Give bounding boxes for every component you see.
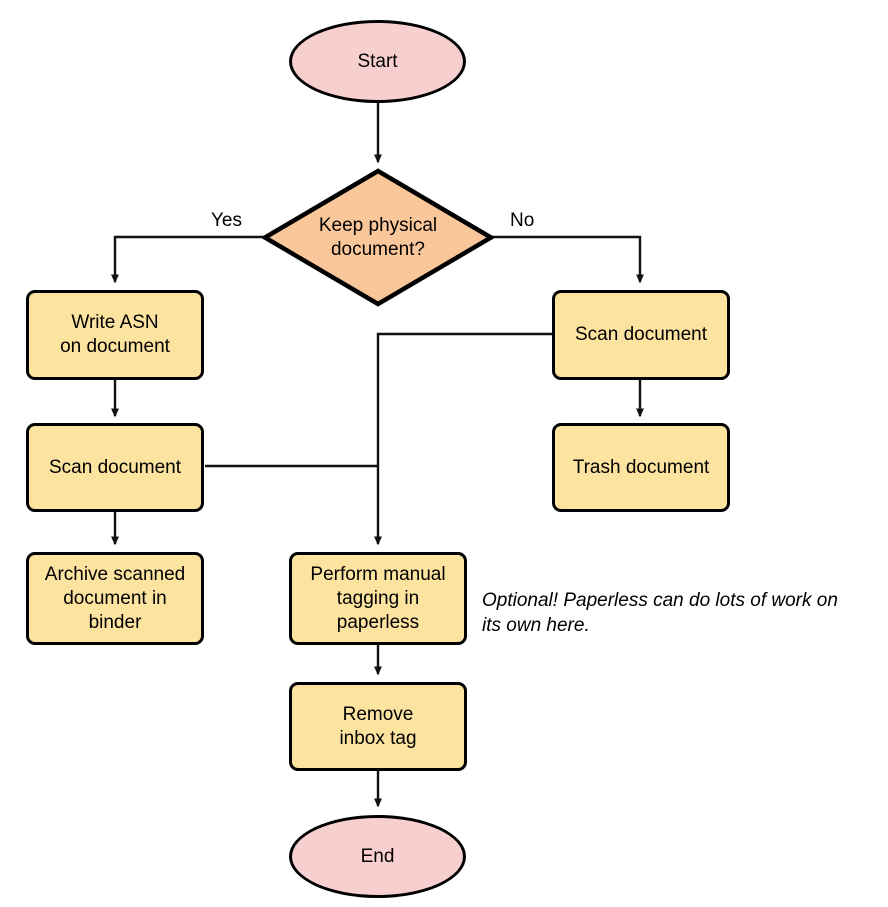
node-manual-tagging-line-1: Perform manual <box>310 563 446 585</box>
node-remove-inbox-tag[interactable]: Remove inbox tag <box>289 682 467 771</box>
node-trash-document-label: Trash document <box>572 456 710 478</box>
diamond-shape <box>262 168 494 307</box>
node-manual-tagging-line-2: tagging in <box>336 587 420 609</box>
edge-label-no: No <box>510 210 535 231</box>
edge-label-yes: Yes <box>211 210 242 231</box>
node-scan-document-left-label: Scan document <box>48 456 182 478</box>
node-start-label: Start <box>357 50 398 72</box>
node-remove-inbox-tag-line-2: inbox tag <box>339 727 417 749</box>
node-write-asn[interactable]: Write ASN on document <box>26 290 204 380</box>
node-scan-document-left[interactable]: Scan document <box>26 423 204 512</box>
node-end[interactable]: End <box>289 815 466 898</box>
decision-line-1: Keep physical <box>318 214 438 236</box>
edge-yes-to-write-asn <box>111 235 264 284</box>
edge-scan-right-to-manual-tagging <box>374 332 552 546</box>
annotation-line-2: its own here. <box>482 615 590 636</box>
node-manual-tagging-line-3: paperless <box>336 611 420 633</box>
node-remove-inbox-tag-line-1: Remove <box>342 703 414 725</box>
node-archive-in-binder[interactable]: Archive scanned document in binder <box>26 552 204 645</box>
node-keep-physical-document[interactable]: Keep physical document? <box>262 168 494 307</box>
node-end-label: End <box>360 845 395 867</box>
node-archive-line-3: binder <box>88 611 142 633</box>
node-archive-line-2: document in <box>63 587 167 609</box>
node-write-asn-line-2: on document <box>60 336 170 357</box>
node-write-asn-line-1: Write ASN <box>71 312 159 333</box>
annotation-optional-note: Optional! Paperless can do lots of work … <box>482 588 882 638</box>
node-scan-document-right-label: Scan document <box>574 324 708 345</box>
edge-no-to-scan-right <box>492 235 644 284</box>
node-start[interactable]: Start <box>289 20 466 103</box>
node-trash-document[interactable]: Trash document <box>552 423 730 512</box>
annotation-line-1: Optional! Paperless can do lots of work … <box>482 590 838 611</box>
node-archive-line-1: Archive scanned <box>44 563 186 585</box>
node-scan-document-right[interactable]: Scan document <box>552 290 730 380</box>
decision-line-2: document? <box>330 238 425 260</box>
node-keep-physical-document-label: Keep physical document? <box>319 214 437 262</box>
node-manual-tagging[interactable]: Perform manual tagging in paperless <box>289 552 467 645</box>
